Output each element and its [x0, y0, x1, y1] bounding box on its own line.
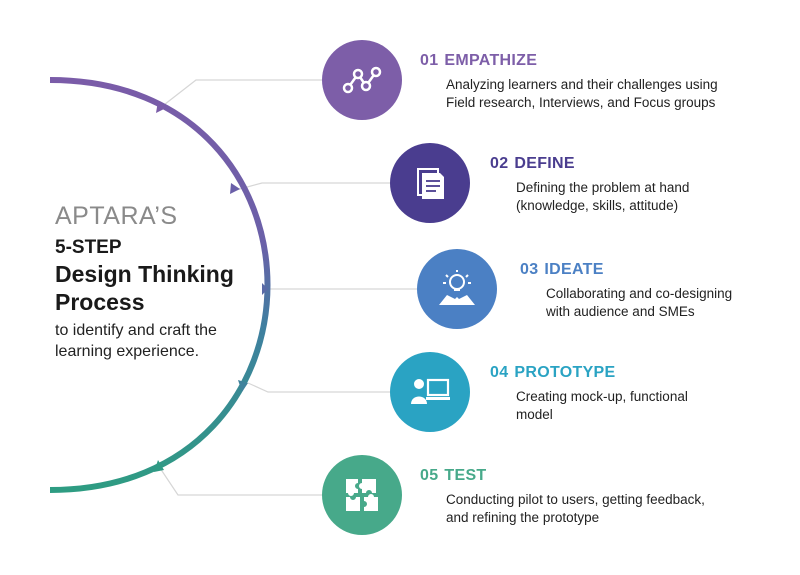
step-3-title: 03 IDEATE [520, 261, 604, 279]
step-1-circle [322, 40, 402, 120]
step-1-title: 01 EMPATHIZE [420, 52, 537, 70]
person-computer-icon [411, 378, 450, 404]
step-3-line-1: Collaborating and co-designing [546, 286, 733, 301]
headline-line-2: Process [55, 289, 145, 315]
arc-arrow-1 [156, 101, 166, 113]
arc-arrow-4 [238, 380, 248, 392]
step-5-line-2: and refining the prototype [446, 510, 600, 525]
lightbulb-handshake-icon [439, 270, 475, 305]
step-2-line-1: Defining the problem at hand [516, 180, 690, 195]
step-3-line-2: with audience and SMEs [546, 304, 695, 319]
step-5-circle [322, 455, 402, 535]
connector-line-4 [247, 382, 390, 393]
step-3-number: 03 [520, 261, 539, 278]
step-3-circle [417, 249, 497, 329]
step-5-name: TEST [444, 467, 487, 484]
documents-icon [417, 168, 444, 199]
step-1-number: 01 [420, 52, 439, 69]
step-1-name: EMPATHIZE [444, 52, 538, 69]
step-5-number: 05 [420, 467, 439, 484]
step-1-description: Analyzing learners and their challenges … [446, 76, 746, 112]
step-4-title: 04 PROTOTYPE [490, 364, 616, 382]
step-4-circle [390, 352, 470, 432]
steps-label: 5-STEP [55, 237, 122, 258]
step-2-title: 02 DEFINE [490, 155, 575, 173]
step-4-number: 04 [490, 364, 509, 381]
connector-line-5 [159, 467, 322, 496]
step-1-line-2: Field research, Interviews, and Focus gr… [446, 95, 716, 110]
arc-arrow-3 [262, 283, 268, 295]
network-nodes-icon [342, 66, 382, 94]
arc-arrow-2 [230, 183, 240, 194]
step-5-title: 05 TEST [420, 467, 487, 485]
step-2-name: DEFINE [514, 155, 575, 172]
step-2-number: 02 [490, 155, 509, 172]
connector-line-1 [159, 79, 322, 109]
step-4-name: PROTOTYPE [514, 364, 616, 381]
headline-line-1: Design Thinking [55, 261, 234, 287]
step-3-description: Collaborating and co-designing with audi… [546, 285, 776, 321]
step-4-description: Creating mock-up, functional model [516, 388, 746, 424]
step-2-circle [390, 143, 470, 223]
puzzle-icon [346, 479, 378, 511]
step-2-description: Defining the problem at hand (knowledge,… [516, 179, 746, 215]
step-5-line-1: Conducting pilot to users, getting feedb… [446, 492, 705, 507]
step-4-line-2: model [516, 407, 553, 422]
step-2-line-2: (knowledge, skills, attitude) [516, 198, 679, 213]
step-4-line-1: Creating mock-up, functional [516, 389, 688, 404]
arc-arrow-5 [154, 460, 164, 472]
brand-name: APTARA’S [55, 202, 178, 230]
intro-description: to identify and craft the learning exper… [55, 322, 217, 360]
step-5-description: Conducting pilot to users, getting feedb… [446, 491, 746, 527]
step-3-name: IDEATE [544, 261, 604, 278]
intro-block: APTARA’S 5-STEP Design Thinking Process … [55, 202, 265, 362]
step-1-line-1: Analyzing learners and their challenges … [446, 77, 718, 92]
connector-line-2 [235, 182, 390, 191]
